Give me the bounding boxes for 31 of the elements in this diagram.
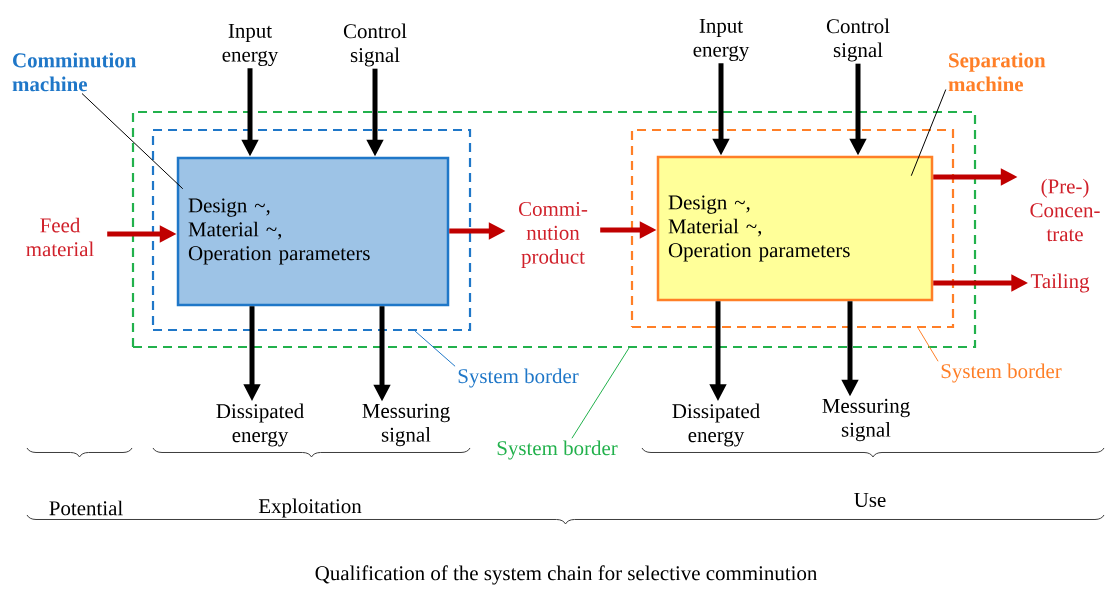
section-label: Potential xyxy=(49,500,123,516)
system-border-label: System border xyxy=(941,363,1062,383)
system-border-box xyxy=(630,128,955,329)
section-label: Use xyxy=(854,493,886,507)
leader-line xyxy=(910,89,947,177)
flow-label: Feed material xyxy=(26,217,94,257)
system-border-box xyxy=(151,128,472,332)
input-label: Input energy xyxy=(222,23,279,67)
input-label: Input energy xyxy=(693,18,750,62)
leader-line xyxy=(414,330,456,367)
machine-box: Design ~, Material ~, Operation parameters xyxy=(656,155,934,302)
output-label: Messuring signal xyxy=(822,398,910,442)
output-label: Dissipated energy xyxy=(672,403,760,447)
output-label: Dissipated energy xyxy=(216,403,304,447)
flow-label: Commi- nution product xyxy=(519,201,588,269)
machine-label: Separation machine xyxy=(948,52,1046,92)
input-label: Control signal xyxy=(826,18,890,62)
caption: Qualification of the system chain for selective comminution xyxy=(315,565,818,585)
flow-label: (Pre-) Concen- trate xyxy=(1030,178,1100,242)
leader-line xyxy=(571,347,630,439)
leader-line xyxy=(81,93,184,190)
system-border-label: System border xyxy=(497,440,618,460)
machine-box: Design ~, Material ~, Operation parameters xyxy=(176,156,450,307)
output-label: Messuring signal xyxy=(362,403,450,447)
flow-label: Tailing xyxy=(1030,273,1090,293)
machine-label: Comminution machine xyxy=(12,52,137,92)
system-border-box xyxy=(131,110,977,349)
system-border-label: System border xyxy=(458,368,579,388)
section-label: Exploitation xyxy=(258,498,362,518)
input-label: Control signal xyxy=(343,23,407,67)
leader-line xyxy=(917,327,939,362)
